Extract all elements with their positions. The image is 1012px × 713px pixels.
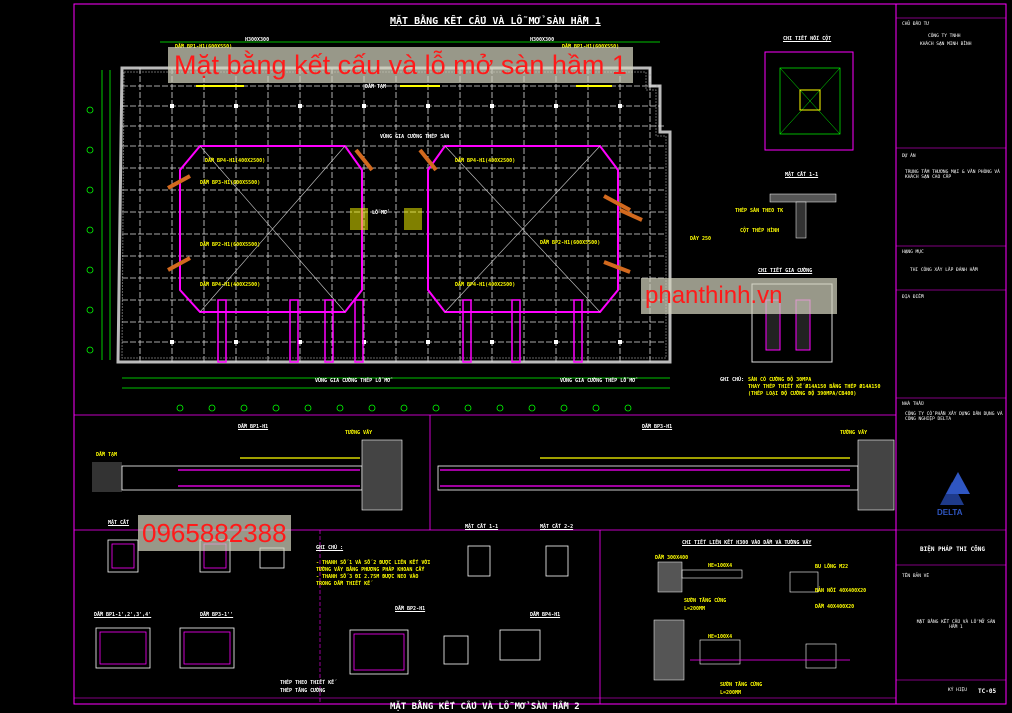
beam-list2-label: DẦM BP3-1'' xyxy=(200,612,234,618)
legend-1: THÉP THEO THIẾT KẾ xyxy=(280,680,335,686)
conn-label-4: BẢN NỐI 40X400X20 xyxy=(815,588,867,594)
plan-label-opening: LỖ MỞ xyxy=(372,210,388,216)
beam-bp4-label: DẦM BP4-H1 xyxy=(530,612,561,618)
tb-drawing-label: TÊN BẢN VẼ xyxy=(902,574,930,579)
beam-note-2: TƯỜNG VÂY BẰNG PHƯƠNG PHÁP KHOAN CẤY xyxy=(316,567,425,573)
tb-drawing: MẶT BẰNG KẾT CẤU VÀ LỖ MỞ SÀN HẦM 1 xyxy=(916,620,996,630)
sheet-bottom-title: MẶT BẰNG KẾT CẤU VÀ LỖ MỞ SÀN HẦM 2 xyxy=(390,702,580,712)
conn-label-8: HE=100X4 xyxy=(708,634,733,640)
tb-address-label: ĐỊA ĐIỂM xyxy=(902,295,924,300)
watermark-title: Mặt bằng kết cấu và lỗ mở sàn hầm 1 xyxy=(168,47,633,83)
right-col-label: CỘT THÉP HÌNH xyxy=(740,228,780,234)
conn-label-9: SƯỜN TĂNG CỨNG xyxy=(720,682,763,688)
wall-label-left: TƯỜNG VÂY xyxy=(345,430,373,436)
beam-note-4: TRONG DẦM THIẾT KẾ xyxy=(316,581,371,587)
wall-label-right: TƯỜNG VÂY xyxy=(840,430,868,436)
beam-notes-title: GHI CHÚ : xyxy=(316,545,344,551)
plan-label-bp4: DẦM BP4-H1(400X2500) xyxy=(205,158,266,164)
right-cut-label: THÉP SÀN THEO TK xyxy=(735,208,784,214)
reinforce-detail-title: CHI TIẾT GIA CƯỜNG xyxy=(758,268,813,274)
column-detail-title: CHI TIẾT NỐI CỘT xyxy=(783,36,832,42)
watermark-phone: 0965882388 xyxy=(138,515,291,551)
right-notes-title: GHI CHÚ: xyxy=(720,377,745,383)
tb-sheet-label: KÝ HIỆU xyxy=(948,688,967,693)
plan-label-reinforce-bl: VÙNG GIA CƯỜNG THÉP LỖ MỞ xyxy=(315,378,391,384)
plan-label-h300: H300X300 xyxy=(245,37,270,43)
bp3-elev-title: DẦM BP3-H1 xyxy=(642,424,673,430)
connection-title: CHI TIẾT LIÊN KẾT H300 VÀO DẦM VÀ TƯỜNG … xyxy=(682,540,812,546)
plan-label-bp2-right: DẦM BP2-H1(600X5500) xyxy=(540,240,601,246)
bp1-elev-title: DẦM BP1-H1 xyxy=(238,424,269,430)
tb-item: THI CÔNG XÂY LẮP ĐÁNH HẦM xyxy=(910,268,978,273)
plan-label-bp2: DẦM BP2-H1(600X5500) xyxy=(200,242,261,248)
right-section11-title: MẶT CẮT 1-1 xyxy=(785,172,819,178)
conn-label-1: DẦM 300X400 xyxy=(655,555,689,561)
tb-project-label: DỰ ÁN xyxy=(902,154,916,159)
section-label: MẶT CẮT xyxy=(108,520,130,526)
watermark-site: phanthinh.vn xyxy=(641,278,837,314)
sheet-title: MẶT BẰNG KẾT CẤU VÀ LỖ MỞ SÀN HẦM 1 xyxy=(390,16,601,27)
plan-label-reinforce-br: VÙNG GIA CƯỜNG THÉP LỖ MỞ xyxy=(560,378,636,384)
delta-logo-mark xyxy=(940,472,970,505)
tb-logo-text: DELTA xyxy=(937,508,963,517)
tb-sheet-no: TC-05 xyxy=(978,688,997,695)
conn-label-7: L=200MM xyxy=(684,606,706,612)
temp-beam-label: DẦM TẠM xyxy=(96,452,118,458)
plan-label-bp4-bottom: DẦM BP4-H1(400X2500) xyxy=(200,282,261,288)
beam-list1-label: DẦM BP1-1',2',3',4' xyxy=(94,612,152,618)
conn-label-3: DẦM 40X400X20 xyxy=(815,604,855,610)
plan-label-temp: DẦM TẠM xyxy=(365,84,387,90)
tb-contractor-label: NHÀ THẦU xyxy=(902,402,924,407)
conn-label-10: L=200MM xyxy=(720,690,742,696)
tb-stage: BIỆN PHÁP THI CÔNG xyxy=(920,546,986,553)
section22-label: MẶT CẮT 2-2 xyxy=(540,524,574,530)
beam-bp2-label: DẦM BP2-H1 xyxy=(395,606,426,612)
tb-contractor: CÔNG TY CỔ PHẦN XÂY DỰNG DÂN DỤNG VÀ CÔN… xyxy=(905,412,1003,422)
tb-owner-2: KHÁCH SẠN MINH BÌNH xyxy=(920,42,972,47)
plan-label-reinforce-top: VÙNG GIA CƯỜNG THÉP SÀN xyxy=(380,134,450,140)
plan-label-bp4-right: DẦM BP4-H1(400X2500) xyxy=(455,158,516,164)
legend-2: THÉP TĂNG CƯỜNG xyxy=(280,688,326,694)
plan-label-h300-2: H300X300 xyxy=(530,37,555,43)
tb-owner-label: CHỦ ĐẦU TƯ xyxy=(902,22,930,27)
plan-label-bp3: DẦM BP3-H1(600X5500) xyxy=(200,180,261,186)
right-note-1: SÀN CÓ CƯỜNG ĐỘ 30MPA xyxy=(748,377,812,383)
right-note-2: THAY THÉP THIẾT KẾ Ø14A150 BẰNG THÉP Ø14… xyxy=(748,384,881,390)
conn-label-6: SƯỜN TĂNG CỨNG xyxy=(684,598,727,604)
conn-label-5: BU LÔNG M22 xyxy=(815,564,849,570)
right-slab-label: DÀY 250 xyxy=(690,236,712,242)
tb-owner: CÔNG TY TNHH xyxy=(928,34,961,39)
section11-label: MẶT CẮT 1-1 xyxy=(465,524,499,530)
tb-item-label: HẠNG MỤC xyxy=(902,250,924,255)
tb-project: TRUNG TÂM THƯƠNG MẠI & VĂN PHÒNG VÀ KHÁC… xyxy=(905,170,1000,180)
plan-label-bp4-bottom-right: DẦM BP4-H1(400X2500) xyxy=(455,282,516,288)
beam-note-1: - THANH SỐ 1 VÀ SỐ 2 ĐƯỢC LIÊN KẾT VỚI xyxy=(316,560,431,566)
conn-label-2: HE=100X4 xyxy=(708,563,733,569)
right-note-3: (THÉP LOẠI ĐỘ CƯỜNG ĐỘ 390MPA/CB400) xyxy=(748,391,857,397)
beam-note-3: - THANH SỐ 3 ĐI 2.75M ĐƯỢC NEO VÀO xyxy=(316,574,419,580)
